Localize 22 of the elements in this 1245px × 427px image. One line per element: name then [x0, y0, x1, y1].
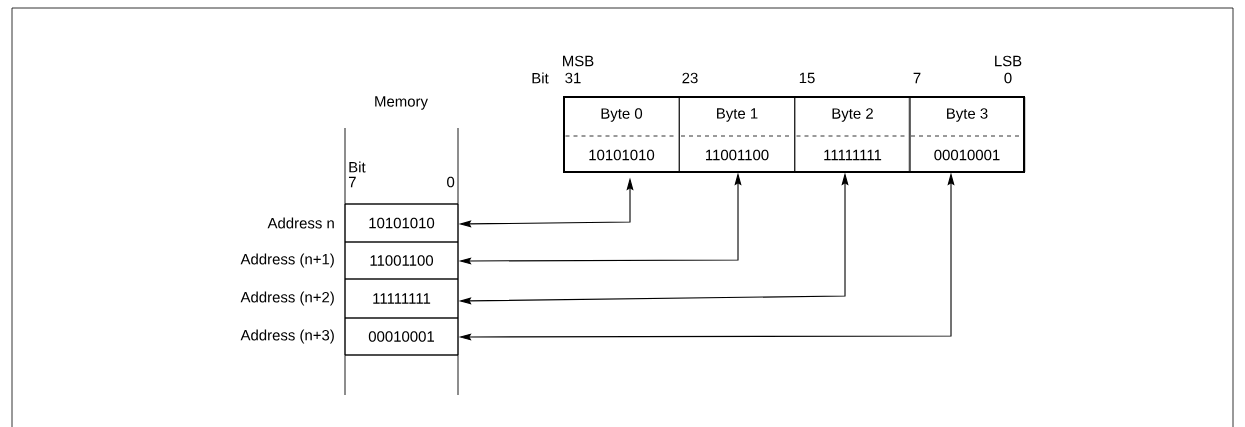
- memory-cell: 11001100: [344, 241, 459, 280]
- memory-cell: 00010001: [344, 317, 459, 356]
- bit-label: 0: [447, 176, 455, 188]
- bit-label: LSB: [995, 55, 1022, 67]
- memory-cell: 10101010: [344, 203, 459, 243]
- address-label: Address (n+1): [240, 253, 334, 268]
- bit-label: Bit: [349, 161, 366, 173]
- bit-label: 23: [682, 72, 698, 84]
- address-label: Address (n+3): [240, 329, 334, 344]
- address-label: Address (n+2): [240, 291, 334, 306]
- register-byte-cell: Byte 0 10101010: [563, 96, 680, 173]
- memory-cell: 11111111: [344, 278, 459, 319]
- bit-label: Memory: [375, 96, 428, 110]
- bit-label: 7: [913, 72, 921, 84]
- register-byte-cell: Byte 2 11111111: [794, 96, 911, 173]
- register-byte-cell: Byte 1 11001100: [678, 96, 796, 173]
- address-label: Address n: [267, 217, 334, 229]
- bit-label: 7: [348, 176, 356, 188]
- register-byte-cell: Byte 3 00010001: [908, 96, 1026, 173]
- bit-label: MSB: [563, 55, 594, 67]
- bit-label: Bit: [532, 72, 549, 84]
- bit-label: 15: [799, 72, 815, 84]
